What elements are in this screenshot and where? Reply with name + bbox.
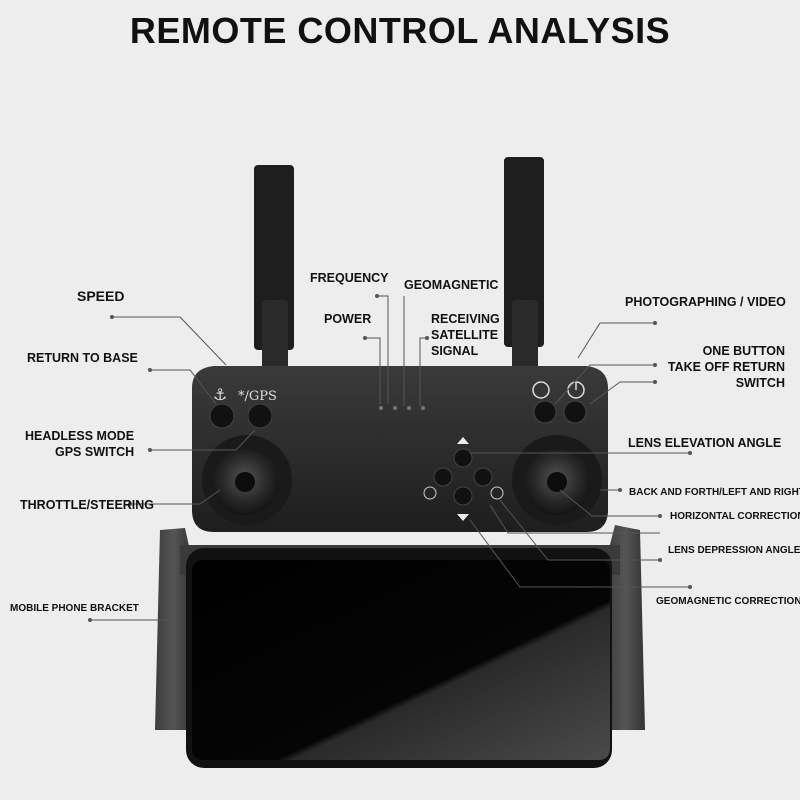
label-one-button: ONE BUTTON TAKE OFF RETURN SWITCH (660, 343, 785, 391)
right-bracket (606, 525, 645, 730)
label-gps-switch: GPS SWITCH (55, 445, 135, 459)
label-photographing-video: PHOTOGRAPHING / VIDEO (625, 295, 786, 309)
return-to-base-button (209, 403, 235, 429)
anchor-icon: ⚓ (213, 385, 227, 404)
compass-icon (423, 486, 437, 500)
phone-screen (192, 560, 610, 760)
label-power: POWER (324, 312, 372, 326)
trim-right-button (473, 467, 493, 487)
trim-buttons-cluster (423, 437, 504, 521)
label-receiving-line1: RECEIVING (431, 312, 500, 326)
label-geomagnetic: GEOMAGNETIC (404, 278, 499, 292)
right-antenna (504, 157, 544, 370)
headless-gps-button (247, 403, 273, 429)
label-receiving-line3: SIGNAL (431, 344, 479, 358)
label-receiving: RECEIVING SATELLITE SIGNAL (431, 311, 500, 359)
label-frequency: FREQUENCY (310, 271, 389, 285)
led-indicators (379, 406, 425, 410)
label-back-and-forth: BACK AND FORTH/LEFT AND RIGHT (629, 487, 800, 498)
label-headless-mode-line1: HEADLESS MODE (25, 429, 135, 443)
horizontal-correction-icon (490, 486, 504, 500)
photo-video-button (533, 400, 557, 424)
label-one-button-line1: ONE BUTTON (702, 344, 785, 358)
left-antenna (254, 165, 294, 370)
label-receiving-line2: SATELLITE (431, 328, 499, 342)
lens-down-button (453, 486, 473, 506)
label-headless-mode: HEADLESS MODE (25, 428, 134, 444)
label-horizontal-correction: HORIZONTAL CORRECTION (670, 511, 800, 522)
lens-up-button (453, 448, 473, 468)
one-button-takeoff-button (563, 400, 587, 424)
label-one-button-line2: TAKE OFF RETURN (667, 360, 785, 374)
label-return-to-base: RETURN TO BASE (27, 351, 138, 365)
down-arrow-icon (457, 514, 469, 521)
page-title: REMOTE CONTROL ANALYSIS (129, 10, 671, 51)
gps-icon: */GPS (238, 389, 277, 404)
controller-body (192, 366, 608, 532)
up-arrow-icon (457, 437, 469, 444)
trim-left-button (433, 467, 453, 487)
left-bracket (155, 528, 192, 730)
takeoff-icon (532, 381, 550, 399)
label-mobile-phone-bracket: MOBILE PHONE BRACKET (10, 603, 139, 614)
label-lens-elevation-angle: LENS ELEVATION ANGLE (628, 436, 782, 450)
label-lens-depression-angle: LENS DEPRESSION ANGLE (668, 545, 800, 556)
label-throttle-steering: THROTTLE/STEERING (20, 498, 155, 512)
label-geomagnetic-correction: GEOMAGNETIC CORRECTION (656, 596, 800, 607)
label-one-button-line3: SWITCH (735, 376, 785, 390)
label-speed: SPEED (77, 288, 125, 304)
